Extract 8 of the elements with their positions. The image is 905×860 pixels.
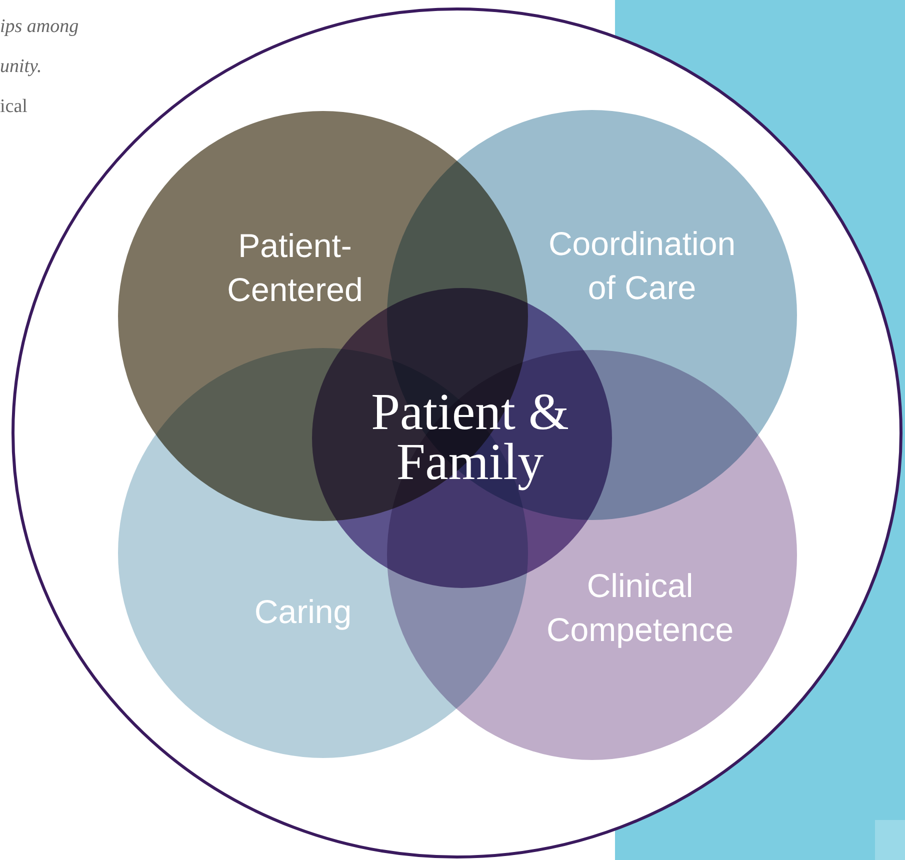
text-fragment: ips among <box>0 16 79 38</box>
circle-label: Coordination of Care <box>547 224 737 308</box>
circle-label: Patient- Centered <box>226 226 364 310</box>
text-fragment: ical <box>0 96 28 118</box>
center-title: Patient & Family <box>370 388 570 488</box>
circle-label: Clinical Competence <box>545 566 735 650</box>
text-fragment: unity. <box>0 56 42 78</box>
circle-label: Caring <box>253 592 353 632</box>
